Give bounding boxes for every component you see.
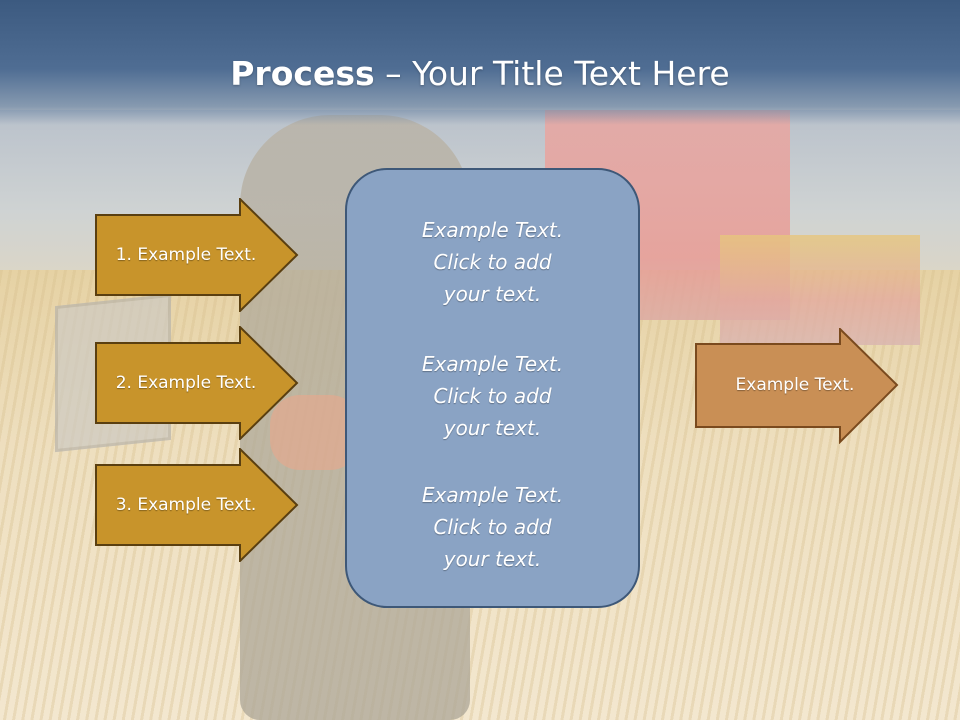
center-text-panel[interactable]: Example Text. Click to add your text. Ex… [345,168,640,608]
arrow-label: Example Text. [735,375,855,395]
arrow-label: 3. Example Text. [115,495,257,515]
panel-line: Example Text. [421,352,564,376]
result-arrow[interactable]: Example Text. [695,328,899,444]
arrow-label: 1. Example Text. [115,245,257,265]
title-rest: – Your Title Text Here [374,54,730,93]
process-arrow-2[interactable]: 2. Example Text. [95,326,299,440]
panel-line: your text. [443,416,542,440]
arrow-shape [95,448,299,562]
panel-line: Example Text. [421,483,564,507]
arrow-shape [95,326,299,440]
title-band [0,0,960,125]
slide-title[interactable]: Process – Your Title Text Here [0,52,960,96]
title-bold: Process [230,54,375,93]
panel-line: your text. [443,547,542,571]
panel-text-block-3: Example Text. Click to add your text. [347,479,638,575]
arrow-shape [95,198,299,312]
panel-line: Click to add [433,515,552,539]
background-harvester-header [720,235,920,345]
panel-text-block-1: Example Text. Click to add your text. [347,214,638,310]
arrow-label: 2. Example Text. [115,373,257,393]
process-arrow-1[interactable]: 1. Example Text. [95,198,299,312]
panel-line: your text. [443,282,542,306]
arrow-shape [695,328,899,444]
panel-text-block-2: Example Text. Click to add your text. [347,348,638,444]
panel-line: Example Text. [421,218,564,242]
panel-line: Click to add [433,250,552,274]
panel-line: Click to add [433,384,552,408]
process-arrow-3[interactable]: 3. Example Text. [95,448,299,562]
